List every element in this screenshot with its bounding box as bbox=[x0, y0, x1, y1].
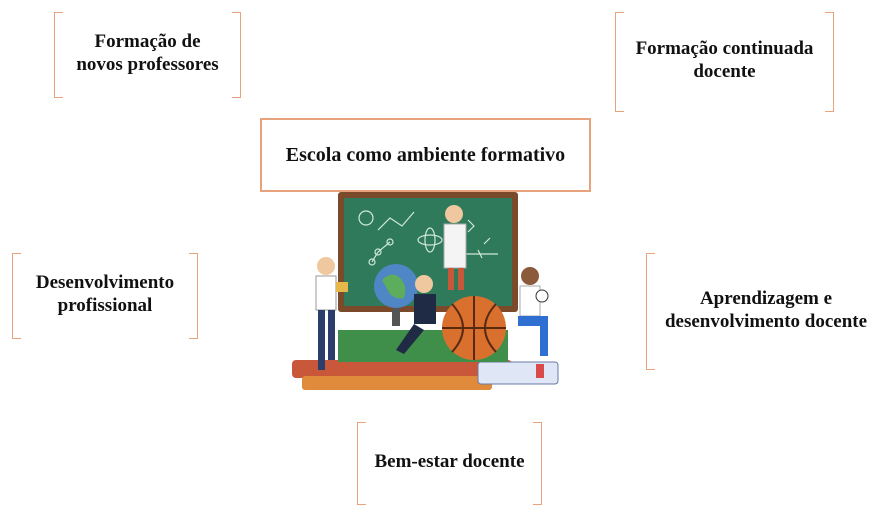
node-desenvolvimento-profissional: Desenvolvimento profissional bbox=[12, 253, 198, 339]
node-label: Formação continuada docente bbox=[635, 38, 814, 82]
bookmark bbox=[536, 364, 544, 378]
node-formacao-novos-professores: Formação de novos professores bbox=[54, 12, 241, 98]
right-bracket bbox=[533, 422, 542, 505]
node-bem-estar-docente: Bem-estar docente bbox=[357, 422, 542, 505]
book-red bbox=[292, 360, 512, 378]
teacher-woman-figure bbox=[396, 275, 436, 354]
node-escola-ambiente-formativo: Escola como ambiente formativo bbox=[260, 118, 591, 192]
left-bracket bbox=[12, 253, 21, 339]
left-bracket bbox=[357, 422, 366, 505]
right-bracket bbox=[825, 12, 834, 112]
node-label: Formação de novos professores bbox=[76, 31, 219, 75]
student-figure bbox=[518, 267, 549, 356]
chalk-drawings bbox=[358, 210, 498, 266]
node-label: Escola como ambiente formativo bbox=[285, 144, 566, 166]
left-bracket bbox=[54, 12, 63, 98]
scientist-figure bbox=[443, 205, 467, 290]
book-blue bbox=[477, 361, 559, 385]
right-bracket bbox=[232, 12, 241, 98]
book-orange bbox=[302, 376, 492, 390]
node-aprendizagem-desenvolvimento: Aprendizagem e desenvolvimento docente bbox=[646, 253, 886, 370]
teacher-man-figure bbox=[315, 257, 348, 370]
node-label: Bem-estar docente bbox=[374, 451, 525, 473]
left-bracket bbox=[615, 12, 624, 112]
node-label: Aprendizagem e desenvolvimento docente bbox=[664, 287, 868, 332]
teachers-classroom-illustration bbox=[292, 192, 559, 390]
node-formacao-continuada: Formação continuada docente bbox=[615, 12, 834, 112]
right-bracket bbox=[189, 253, 198, 339]
left-bracket bbox=[646, 253, 655, 370]
node-label: Desenvolvimento profissional bbox=[35, 272, 175, 316]
